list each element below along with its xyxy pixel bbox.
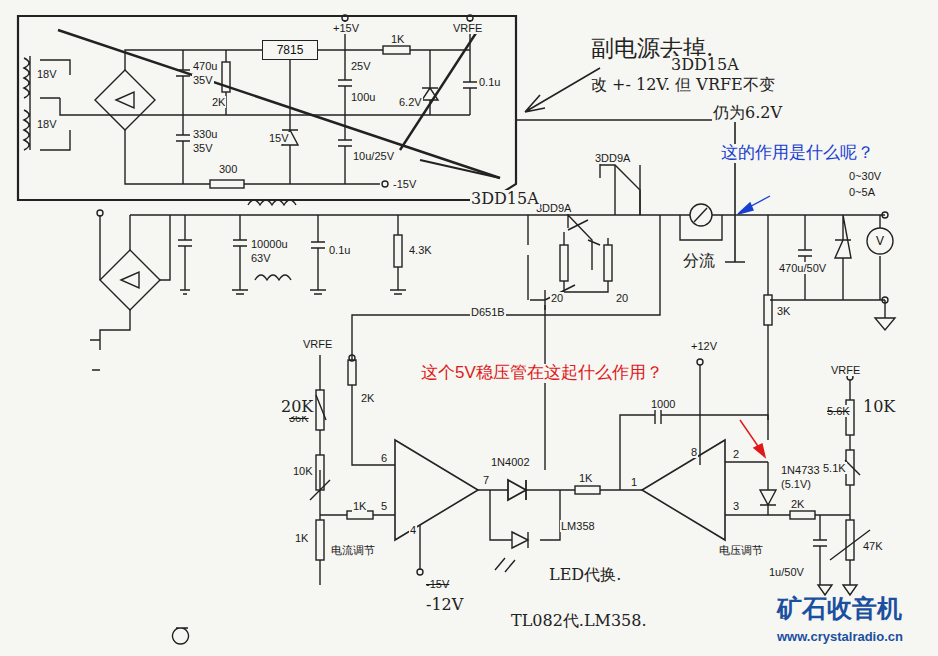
part-label: 8 [690,446,698,458]
part-label: D651B [470,306,506,318]
part-label: 15V [268,132,290,144]
part-label: 10000u [250,238,289,250]
part-label: 35V [192,142,214,154]
part-label: 330u [192,128,218,140]
part-label: 0~30V [848,170,882,182]
part-label: 7815 [268,43,312,57]
part-label: 4.3K [408,244,433,256]
annotation: 3DD15A [470,190,540,208]
part-label: 10K [292,465,314,477]
part-label: 2K [790,498,805,510]
part-label: 18V [36,118,58,130]
annotation: 改 +- 12V. 但 VRFE不变 [590,76,776,94]
part-label: 2K [211,96,226,108]
part-label: VRFE [452,22,483,34]
part-label: 470u [192,60,218,72]
part-label: 3K [776,305,791,317]
part-label: -15V [425,578,450,590]
part-label: 3DD9A [594,152,631,164]
meter-circle-shape [867,228,893,254]
part-label: 电流调节 [330,544,376,556]
watermark: 矿石收音机 [776,595,903,623]
annotation: 分流 [682,252,716,270]
regulator-box: 7815 [262,40,318,60]
part-label: 470u/50V [778,262,827,274]
part-label: 20 [550,292,564,304]
part-label: 47K [862,540,884,552]
region-outline [18,16,516,200]
part-label: 6.2V [398,96,423,108]
part-label: 25V [350,60,372,72]
part-label: +12V [690,340,718,352]
part-label: 20 [615,292,629,304]
annotation: 这个5V稳压管在这起什么作用？ [420,364,664,383]
part-label: VRFE [302,338,333,350]
annotation: TL082代.LM358. [510,612,648,630]
part-label: 1000 [650,398,676,410]
part-label: 4 [409,524,417,536]
part-label: +15V [332,22,360,34]
part-label: 1K [578,472,593,484]
part-label: V [876,234,884,248]
part-label: 5.6K [826,405,851,417]
part-label: 1N4002 [490,456,531,468]
part-label: 6 [380,452,388,464]
part-label: 1K [294,532,309,544]
annotation: LED代换. [548,566,622,584]
part-label: 10u/25V [352,150,395,162]
part-label: 2 [732,448,740,460]
annotation: 10K [862,398,896,416]
part-label: 电压调节 [718,544,764,556]
part-label: 7 [482,474,490,486]
annotation: 这的作用是什么呢？ [720,144,875,163]
part-label: 100u [350,91,376,103]
part-label: 35V [192,74,214,86]
part-label: 1K [390,33,405,45]
meter-circle: V [866,227,894,255]
part-label: 5 [380,500,388,512]
part-label: 1 [630,476,638,488]
part-label: 3DD9A [535,202,572,214]
part-label: 300 [218,163,238,175]
part-label: 18V [36,68,58,80]
part-label: -15V [392,178,417,190]
part-label: 2K [360,392,375,404]
part-label: 3 [732,500,740,512]
annotation: 3DD15A [670,56,740,74]
part-label: 0.1u [328,244,351,256]
part-label: LM358 [560,520,596,532]
part-label: 63V [250,252,272,264]
part-label: 0~5A [848,186,876,198]
part-label: 0.1u [478,76,501,88]
part-label: (5.1V) [780,478,812,490]
part-label: 1u/50V [768,566,805,578]
annotation: 20K [280,398,314,416]
annotation: -12V [425,596,464,614]
part-label: VRFE [830,364,861,376]
annotation: 仍为6.2V [712,104,783,122]
watermark: www.crystalradio.cn [776,630,904,644]
part-label: 1K [352,500,367,512]
part-label: 1N4733 [780,464,821,476]
part-label: 5.1K [822,462,847,474]
